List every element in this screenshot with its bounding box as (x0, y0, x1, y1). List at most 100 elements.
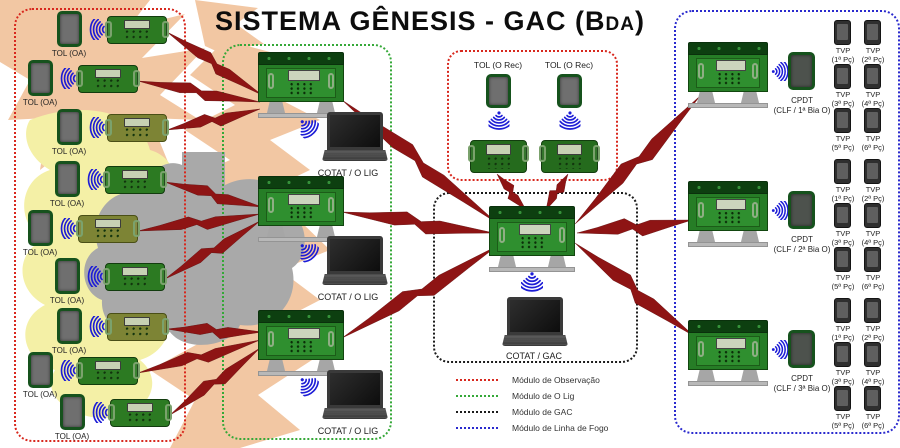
radio-display (95, 360, 121, 371)
radio-handle (468, 145, 475, 162)
tvp-phone (864, 386, 881, 411)
radio-keypad (289, 206, 317, 219)
radio-handle (133, 220, 140, 237)
label-line: (1ª Pç) (831, 55, 855, 64)
tol-oa-label: TOL (OA) (39, 147, 99, 157)
radio-handle (162, 318, 169, 335)
label-line: TOL (OA) (22, 390, 58, 399)
radio-mount (489, 256, 575, 272)
radio-keypad (123, 29, 151, 41)
radio-handle (328, 331, 334, 347)
label-line: (1ª Pç) (831, 194, 855, 203)
cpdt-label: CPDT(CLF / 1ª Bia O) (750, 96, 854, 115)
tol-tablet (55, 161, 80, 197)
radio-body (258, 323, 344, 360)
label-line: TVP (865, 412, 881, 421)
radio-display (124, 316, 150, 327)
radio-handle (698, 341, 704, 357)
radio-keypad (94, 370, 122, 382)
radio-body (688, 55, 768, 92)
label-line: TVP (865, 229, 881, 238)
cotat-olig-label: COTAT / O LIG (288, 292, 408, 303)
wifi-signal-icon (84, 19, 110, 40)
radio-handle (105, 318, 112, 335)
label-line: (6ª Pç) (861, 282, 885, 291)
wifi-signal-icon (770, 62, 794, 81)
tol-tablet (55, 258, 80, 294)
tol-tablet (57, 308, 82, 344)
label-line: TVP (865, 46, 881, 55)
label-line: (3ª Pç) (831, 377, 855, 386)
tvp-label: TVP(2ª Pç) (858, 324, 888, 342)
radio-handle (133, 362, 140, 379)
tol-oa-label: TOL (OA) (39, 49, 99, 59)
label-line: (CLF / 2ª Bia O) (773, 244, 831, 254)
label-line: (2ª Pç) (861, 194, 885, 203)
label-line: (3ª Pç) (831, 99, 855, 108)
radio-handle (522, 145, 529, 162)
radio-display (287, 194, 320, 205)
tvp-phone (864, 247, 881, 272)
tvp-phone (864, 64, 881, 89)
field-radio-station (688, 181, 768, 247)
radio-display (95, 218, 121, 229)
radio-handle (108, 404, 115, 421)
radio-body (688, 194, 768, 231)
handheld-radio (539, 140, 600, 173)
wifi-signal-icon (292, 236, 325, 269)
tvp-phone (834, 386, 851, 411)
tol-oa-label: TOL (OA) (10, 98, 70, 108)
label-line: TOL (OA) (49, 296, 85, 305)
wifi-signal-icon (770, 340, 794, 359)
tol-tablet (57, 11, 82, 47)
handheld-radio (76, 65, 140, 93)
laptop-screen (327, 112, 383, 150)
radio-mount (688, 92, 768, 108)
laptop-keyboard (322, 274, 388, 285)
label-line: TVP (865, 185, 881, 194)
tol-orec-label: TOL (O Rec) (526, 60, 612, 70)
label-line: TOL (OA) (22, 98, 58, 107)
tvp-phone (834, 159, 851, 184)
label-line: TOL (OA) (54, 432, 90, 441)
label-line: (2ª Pç) (861, 55, 885, 64)
tvp-phone (864, 20, 881, 45)
tvp-phone (834, 298, 851, 323)
label-line: TOL (OA) (51, 49, 87, 58)
radio-handle (76, 220, 83, 237)
tvp-phone (834, 64, 851, 89)
tol-tablet (28, 60, 53, 96)
radio-handle (76, 70, 83, 87)
label-line: TOL (OA) (49, 199, 85, 208)
field-radio-station (688, 42, 768, 108)
cpdt-label: CPDT(CLF / 3ª Bia O) (750, 374, 854, 393)
label-line: TVP (865, 324, 881, 333)
cpdt-label: CPDT(CLF / 2ª Bia O) (750, 235, 854, 254)
radio-keypad (289, 82, 317, 95)
radio-display (518, 224, 551, 235)
label-line: COTAT / O LIG (317, 292, 379, 302)
label-line: TVP (835, 90, 851, 99)
wifi-signal-icon (770, 201, 794, 220)
label-line: TOL (OA) (51, 346, 87, 355)
page-title: SISTEMA GÊNESIS - GAC (BDA) (185, 5, 675, 37)
radio-handle (328, 197, 334, 213)
label-line: (5ª Pç) (831, 421, 855, 430)
tvp-phone (834, 108, 851, 133)
radio-handle (105, 21, 112, 38)
wifi-signal-icon (559, 110, 581, 136)
field-radio-station (688, 320, 768, 386)
laptop-keyboard (502, 335, 568, 346)
wifi-signal-icon (84, 117, 110, 138)
radio-handle (539, 145, 546, 162)
radio-handle (105, 119, 112, 136)
legend-label: Módulo de O Lig (512, 391, 575, 401)
laptop-computer (502, 297, 568, 346)
radio-display (127, 402, 153, 413)
tvp-phone (864, 159, 881, 184)
label-line: TVP (865, 273, 881, 282)
radio-keypad (121, 179, 149, 191)
tol-oa-label: TOL (OA) (37, 199, 97, 209)
radio-display (124, 19, 150, 30)
